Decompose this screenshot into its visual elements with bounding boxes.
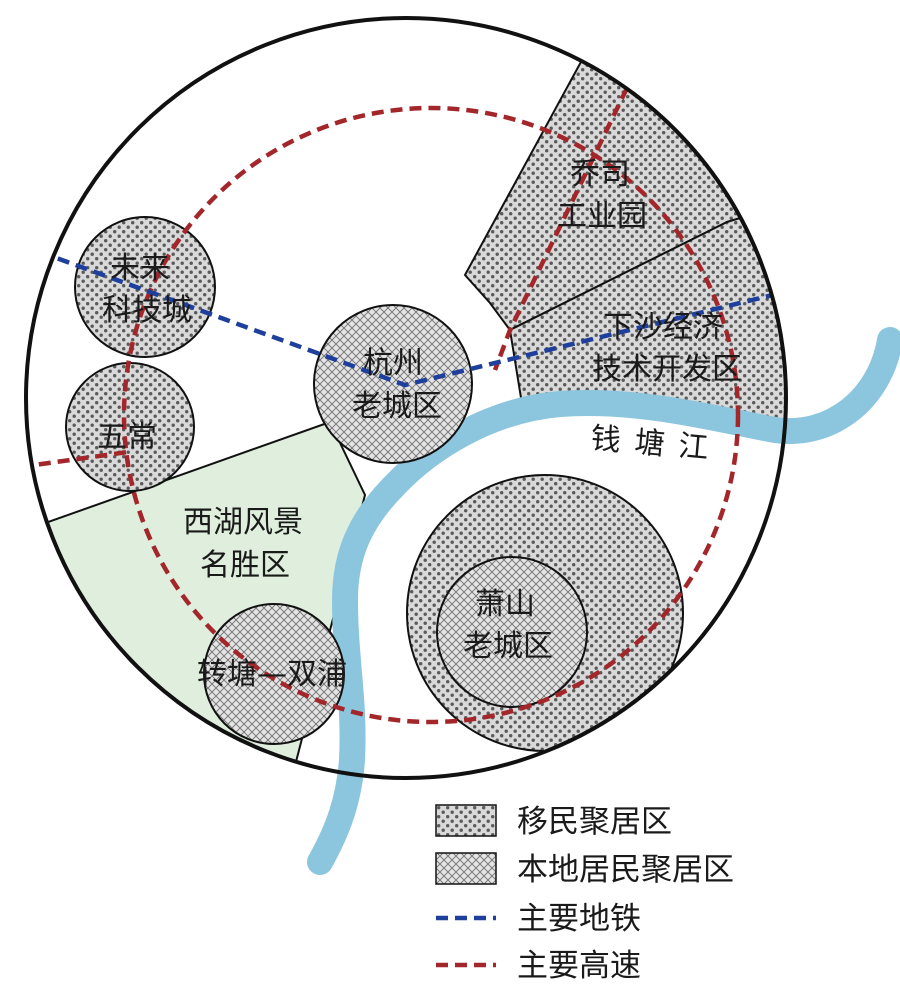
label-xiaoshan-1: 萧山 [475, 587, 535, 622]
highway-northeast [492, 87, 630, 371]
qiantang-river [307, 327, 900, 875]
highway-ring [121, 105, 741, 725]
hangzhou-old-city [313, 304, 473, 464]
label-qiaosi-2: 工业园 [557, 199, 647, 234]
legend-local-label: 本地居民聚居区 [517, 852, 734, 888]
zhuantang-shuangpu [203, 603, 345, 745]
label-xihu-1: 西湖风景 [183, 505, 303, 540]
label-zhuantang: 转塘—双浦 [197, 657, 347, 692]
label-xihu-2: 名胜区 [200, 548, 290, 583]
label-qiaosi-1: 乔司 [570, 157, 630, 192]
legend-metro-label: 主要地铁 [517, 901, 641, 937]
label-xiaoshan-2: 老城区 [463, 629, 553, 664]
metro-line [39, 249, 786, 388]
legend-highway-label: 主要高速 [517, 948, 641, 984]
label-hangzhou-1: 杭州 [363, 346, 423, 381]
legend: 移民聚居区 本地居民聚居区 主要地铁 主要高速 [435, 804, 734, 984]
xiaoshan-old-city [436, 556, 588, 708]
label-xiasha-2: 技术开发区 [592, 352, 742, 387]
label-xiasha-1: 下沙经济 [603, 310, 723, 345]
weilai-tech-city [74, 216, 216, 358]
legend-local-swatch [435, 852, 497, 885]
label-wuchang: 五常 [97, 420, 157, 455]
label-hangzhou-2: 老城区 [352, 389, 442, 424]
legend-migrant-label: 移民聚居区 [517, 804, 672, 840]
legend-migrant-swatch [435, 804, 497, 837]
label-weilai-1: 未来 [110, 251, 170, 286]
label-weilai-2: 科技城 [102, 293, 192, 328]
city-boundary [24, 16, 788, 780]
